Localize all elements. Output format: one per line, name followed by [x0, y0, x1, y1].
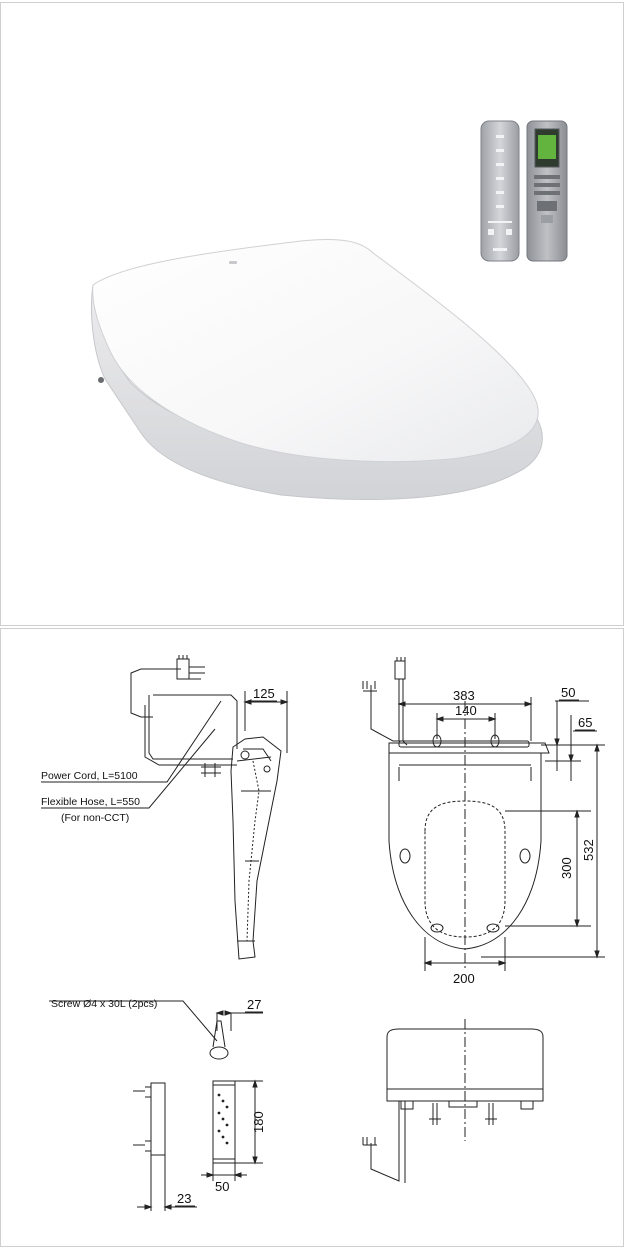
dim-532: 532	[581, 839, 596, 861]
dim-65: 65	[578, 715, 592, 730]
dimension-drawing-panel: Power Cord, L=5100 Flexible Hose, L=550 …	[0, 628, 624, 1247]
dimension-drawing: Power Cord, L=5100 Flexible Hose, L=550 …	[41, 655, 605, 1211]
dim-23: 23	[177, 1191, 191, 1206]
dim-27: 27	[247, 997, 261, 1012]
screw-label: Screw Ø4 x 30L (2pcs)	[51, 998, 157, 1010]
dim-125: 125	[253, 686, 275, 701]
product-photo	[91, 120, 568, 500]
product-photo-panel	[0, 2, 624, 626]
dim-140: 140	[455, 703, 477, 718]
mounting-bracket	[133, 1079, 263, 1211]
bidet-seat-image	[91, 239, 543, 500]
dim-200: 200	[453, 971, 475, 986]
non-cct-label: (For non-CCT)	[61, 812, 129, 824]
dim-300: 300	[559, 857, 574, 879]
dim-50-bracket: 50	[215, 1179, 229, 1194]
power-cord-label: Power Cord, L=5100	[41, 770, 138, 782]
front-view	[362, 1019, 544, 1183]
side-view	[41, 655, 289, 960]
dim-50-top: 50	[561, 685, 575, 700]
dim-383: 383	[453, 688, 475, 703]
remote-control-image	[480, 120, 568, 262]
screw-detail	[49, 1000, 263, 1060]
flexible-hose-label: Flexible Hose, L=550	[41, 796, 140, 808]
dim-180: 180	[251, 1111, 266, 1133]
top-view	[362, 657, 605, 971]
